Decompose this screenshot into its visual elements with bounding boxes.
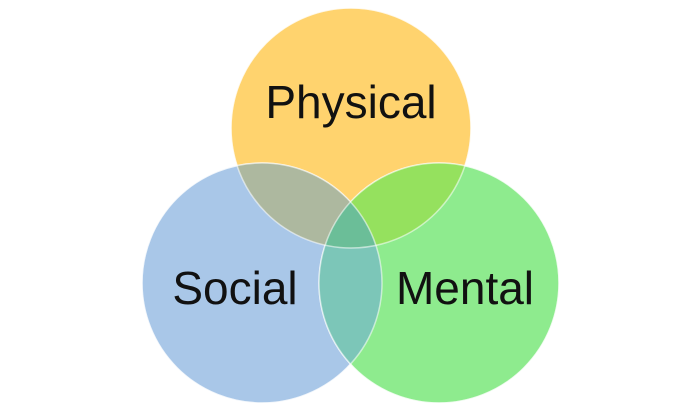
- mental-label: Mental: [396, 262, 534, 314]
- overlap-physical-mental: [319, 163, 471, 248]
- social-label: Social: [172, 262, 297, 314]
- physical-label: Physical: [265, 76, 436, 128]
- overlap-physical-social: [231, 163, 382, 248]
